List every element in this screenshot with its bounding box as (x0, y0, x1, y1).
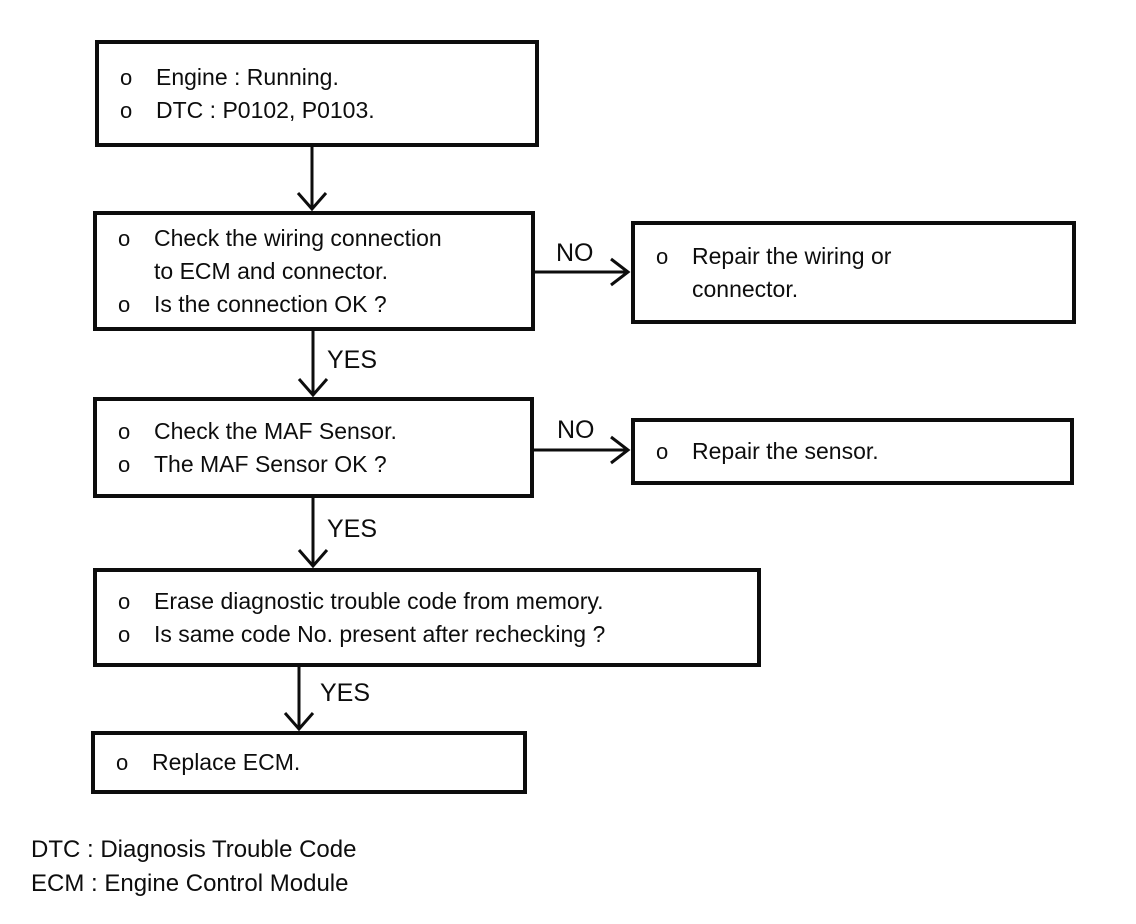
yes-arrow-to-replace-ecm (283, 667, 315, 732)
box-line: o DTC : P0102, P0103. (99, 94, 535, 127)
bullet-marker: o (118, 225, 131, 251)
no-label-maf: NO (557, 416, 595, 444)
yes-arrow-to-check-maf (297, 331, 329, 398)
erase-code-box: o Erase diagnostic trouble code from mem… (93, 568, 761, 667)
replace-ecm-box: o Replace ECM. (91, 731, 527, 794)
check-maf-sensor-box: o Check the MAF Sensor. o The MAF Sensor… (93, 397, 534, 498)
box-line: o Check the MAF Sensor. (97, 415, 530, 448)
box-line: o The MAF Sensor OK ? (97, 448, 530, 481)
box-line-text: Repair the wiring or (692, 242, 892, 269)
box-line-continuation: to ECM and connector. (97, 255, 531, 288)
yes-label-recheck: YES (320, 679, 371, 707)
no-arrow-to-repair-wiring (535, 257, 631, 287)
bullet-marker: o (656, 439, 669, 464)
box-line-text: to ECM and connector. (154, 257, 388, 284)
box-line-text: DTC : P0102, P0103. (156, 96, 375, 123)
box-line: o Repair the wiring or (635, 240, 1072, 273)
box-line-text: Is same code No. present after recheckin… (154, 620, 606, 647)
no-arrow-to-repair-sensor (534, 435, 631, 465)
bullet-marker: o (118, 451, 131, 477)
box-line-text: Check the MAF Sensor. (154, 417, 397, 444)
box-line-text: Repair the sensor. (692, 438, 879, 464)
box-line-text: Erase diagnostic trouble code from memor… (154, 587, 604, 614)
bullet-marker: o (118, 588, 131, 614)
legend-dtc-line: DTC : Diagnosis Trouble Code (31, 836, 357, 863)
box-line-text: connector. (692, 275, 799, 302)
box-line-text: Check the wiring connection (154, 224, 442, 251)
box-line: o Repair the sensor. (635, 435, 1070, 468)
box-line-text: The MAF Sensor OK ? (154, 450, 387, 477)
no-label-wiring: NO (556, 239, 594, 267)
box-line-continuation: connector. (635, 273, 1072, 306)
yes-arrow-to-erase-code (297, 498, 329, 569)
box-line-text: Is the connection OK ? (154, 290, 387, 317)
bullet-marker: o (120, 64, 133, 90)
box-line: o Replace ECM. (95, 746, 523, 779)
bullet-marker: o (118, 621, 131, 647)
arrow-start-to-check-wiring (296, 146, 328, 212)
yes-label-maf: YES (327, 515, 378, 543)
bullet-marker: o (656, 243, 669, 269)
repair-wiring-box: o Repair the wiring or connector. (631, 221, 1076, 324)
legend-ecm-line: ECM : Engine Control Module (31, 870, 349, 897)
bullet-marker: o (118, 291, 131, 317)
repair-sensor-box: o Repair the sensor. (631, 418, 1074, 485)
box-line: o Engine : Running. (99, 61, 535, 94)
box-line: o Is the connection OK ? (97, 288, 531, 321)
bullet-marker: o (116, 750, 129, 775)
check-wiring-box: o Check the wiring connection to ECM and… (93, 211, 535, 331)
legend: DTC : Diagnosis Trouble Code ECM : Engin… (31, 833, 356, 901)
box-line: o Check the wiring connection (97, 222, 531, 255)
yes-label-wiring: YES (327, 346, 378, 374)
bullet-marker: o (120, 97, 133, 123)
box-line-text: Replace ECM. (152, 749, 301, 775)
box-line-text: Engine : Running. (156, 63, 339, 90)
start-conditions-box: o Engine : Running. o DTC : P0102, P0103… (95, 40, 539, 147)
box-line: o Erase diagnostic trouble code from mem… (97, 585, 757, 618)
box-line: o Is same code No. present after recheck… (97, 618, 757, 651)
bullet-marker: o (118, 418, 131, 444)
